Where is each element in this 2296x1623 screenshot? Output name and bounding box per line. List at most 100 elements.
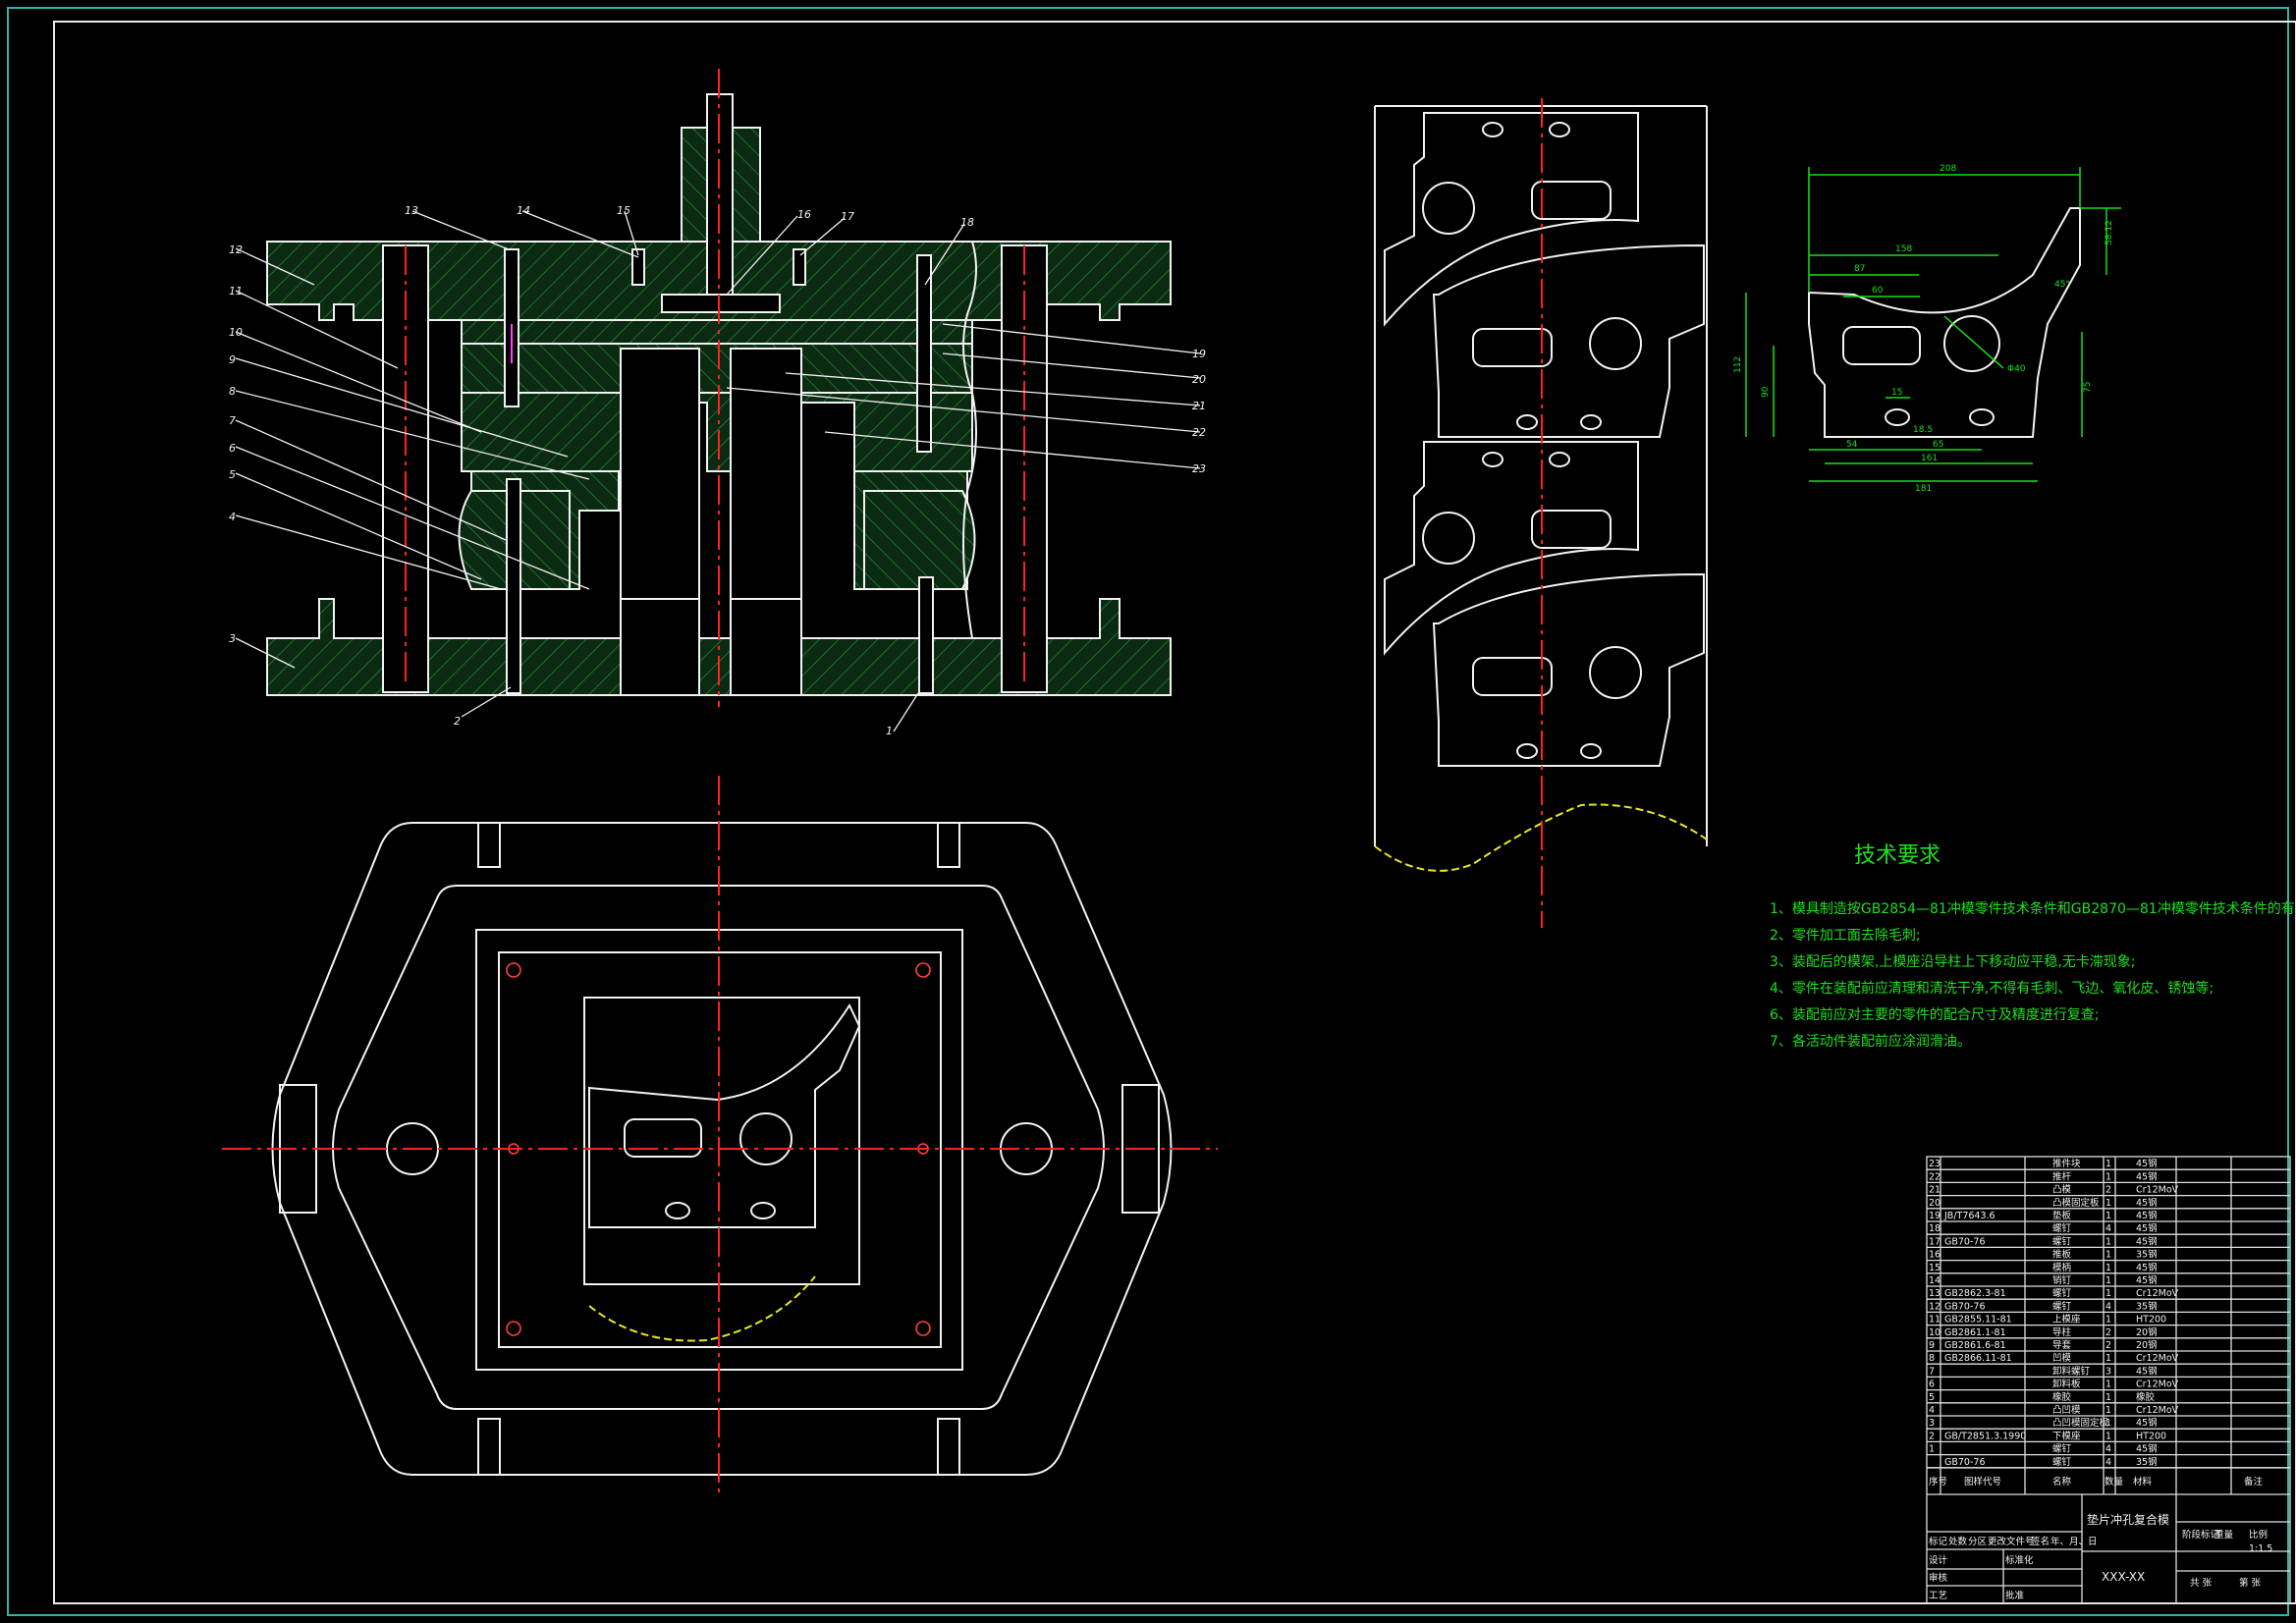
bom-cell-name: 凹模 — [2052, 1352, 2072, 1364]
bom-h-code: 图样代号 — [1964, 1476, 2001, 1488]
bom-cell-qty: 1 — [2105, 1236, 2111, 1247]
tb-label-sheet: 第 张 — [2239, 1577, 2262, 1589]
bom-cell-name: 导柱 — [2052, 1326, 2072, 1338]
bom-cell-no: 13 — [1929, 1288, 1941, 1299]
bom-cell-code: GB70-76 — [1944, 1301, 1985, 1312]
bom-cell-name: 凸凹模 — [2052, 1404, 2081, 1416]
bom-cell-no: 4 — [1929, 1405, 1935, 1416]
clamp-right — [1121, 1084, 1160, 1214]
tech-item-1: 1、模具制造按GB2854—81冲模零件技术条件和GB2870—81冲模零件技术… — [1770, 900, 2296, 917]
slot-tr — [937, 822, 960, 868]
callout-22: 22 — [1192, 426, 1206, 439]
screw-1 — [918, 576, 934, 694]
bom-cell-qty: 4 — [2105, 1301, 2111, 1312]
callout-14: 14 — [517, 204, 530, 217]
screw-7 — [506, 478, 521, 694]
drawing-name: 垫片冲孔复合模 — [2087, 1512, 2169, 1527]
strip-edge — [1374, 803, 1708, 872]
tech-item-4: 4、零件在装配前应清理和清洗干净,不得有毛刺、飞边、氧化皮、锈蚀等; — [1770, 980, 2214, 997]
die-window — [583, 997, 860, 1285]
callout-20: 20 — [1192, 373, 1206, 386]
plan-view — [222, 776, 1218, 1492]
bom-cell-name: 下模座 — [2052, 1430, 2081, 1441]
bom-cell-no: 3 — [1929, 1418, 1935, 1429]
part-small-hole-r — [1969, 408, 1995, 426]
die-outline — [332, 885, 1105, 1410]
bom-cell-no: 15 — [1929, 1263, 1941, 1273]
bom-cell-qty: 1 — [2105, 1211, 2111, 1221]
backing-plate — [461, 319, 973, 345]
bom-cell-code: JB/T7643.6 — [1943, 1211, 1995, 1221]
bom-cell-name: 螺钉 — [2052, 1301, 2072, 1312]
bom-cell-no: 21 — [1929, 1185, 1941, 1196]
bom-cell-no: 9 — [1929, 1340, 1935, 1351]
screw-hole-tl — [506, 962, 521, 978]
dim-112: 112 — [1733, 356, 1743, 373]
bom-cell-mat: Cr12MoV — [2136, 1405, 2179, 1416]
callout-2: 2 — [454, 715, 461, 728]
strip-part-1 — [1384, 112, 1639, 327]
bom-cell-name: 导套 — [2052, 1339, 2072, 1351]
bom-cell-qty: 1 — [2105, 1198, 2111, 1209]
title-block: 垫片冲孔复合模 XXX-XX 1:1.5 标记 处数 分区 更改文件号 签名 年… — [1927, 1494, 2290, 1603]
bom-cell-qty: 2 — [2105, 1327, 2111, 1338]
strip-edge-plan — [588, 1275, 816, 1342]
scale-value: 1:1.5 — [2249, 1543, 2272, 1554]
part-outline — [1808, 207, 2081, 438]
bom-cell-code: GB2861.1-81 — [1944, 1327, 2006, 1338]
bom-cell-no: 7 — [1929, 1366, 1935, 1377]
callout-17: 17 — [841, 210, 854, 223]
bom-cell-name: 螺钉 — [2052, 1223, 2072, 1234]
strip-part-4 — [1432, 572, 1705, 767]
bom-cell-code: GB2855.11-81 — [1944, 1315, 2012, 1325]
rubber-right — [863, 490, 976, 590]
bom-cell-mat: 20钢 — [2136, 1339, 2158, 1351]
tb-label-sheets: 共 张 — [2190, 1578, 2213, 1589]
bom-cell-name: 凸模 — [2052, 1184, 2072, 1196]
bom-cell-qty: 4 — [2105, 1457, 2111, 1468]
callout-numbers: 12 11 10 9 8 7 6 5 4 3 2 13 14 15 16 17 … — [229, 204, 1206, 737]
dim-60: 60 — [1872, 286, 1884, 296]
workpiece-small-l — [665, 1202, 690, 1219]
bom-cell-mat: 45钢 — [2136, 1274, 2158, 1286]
dim-75: 75 — [2083, 382, 2093, 393]
section-view: 12 11 10 9 8 7 6 5 4 3 2 13 14 15 16 17 … — [229, 69, 1206, 737]
dim-65: 65 — [1933, 440, 1943, 450]
bom-cell-no: 12 — [1929, 1301, 1941, 1312]
dim-181: 181 — [1915, 484, 1932, 494]
bom-cell-mat: 20钢 — [2136, 1326, 2158, 1338]
dim-15: 15 — [1891, 388, 1902, 398]
bom-cell-no: 20 — [1929, 1198, 1941, 1209]
dim-18-5: 18.5 — [1913, 425, 1933, 435]
callout-10: 10 — [229, 326, 243, 339]
callout-19: 19 — [1192, 348, 1206, 360]
bom-cell-qty: 1 — [2105, 1288, 2111, 1299]
screw-hole-bl — [506, 1321, 521, 1336]
bom-cell-no: 6 — [1929, 1380, 1935, 1390]
callout-16: 16 — [797, 208, 811, 221]
dim-54: 54 — [1846, 440, 1858, 450]
bom-cell-mat: 橡胶 — [2136, 1391, 2156, 1403]
bom-cell-no: 14 — [1929, 1275, 1941, 1286]
bom-cell-mat: 45钢 — [2136, 1170, 2158, 1182]
callout-5: 5 — [229, 468, 236, 481]
tb-label-qty: 处数 — [1948, 1536, 1968, 1547]
bom-cell-qty: 4 — [2105, 1444, 2111, 1455]
bom-cell-qty: 2 — [2105, 1185, 2111, 1196]
bom-h-note: 备注 — [2244, 1476, 2264, 1488]
workpiece-small-r — [750, 1202, 776, 1219]
tb-label-change: 更改文件号 — [1988, 1536, 2035, 1547]
bom-cell-name: 卸料螺钉 — [2052, 1365, 2091, 1377]
workpiece-plan — [588, 1002, 861, 1228]
workpiece-hole — [739, 1112, 793, 1165]
tech-item-2: 2、零件加工面去除毛刺; — [1770, 928, 1921, 944]
strip-part-3 — [1384, 441, 1639, 656]
bom-cell-code: GB2861.6-81 — [1944, 1340, 2006, 1351]
bom-cell-name: 凸凹模固定板 — [2052, 1417, 2109, 1429]
bom-cell-no: 22 — [1929, 1171, 1941, 1182]
dim-phi40: Φ40 — [2007, 364, 2026, 374]
dim-158: 158 — [1895, 244, 1912, 254]
bom-cell-qty: 1 — [2105, 1250, 2111, 1261]
workpiece-slot — [624, 1118, 702, 1158]
